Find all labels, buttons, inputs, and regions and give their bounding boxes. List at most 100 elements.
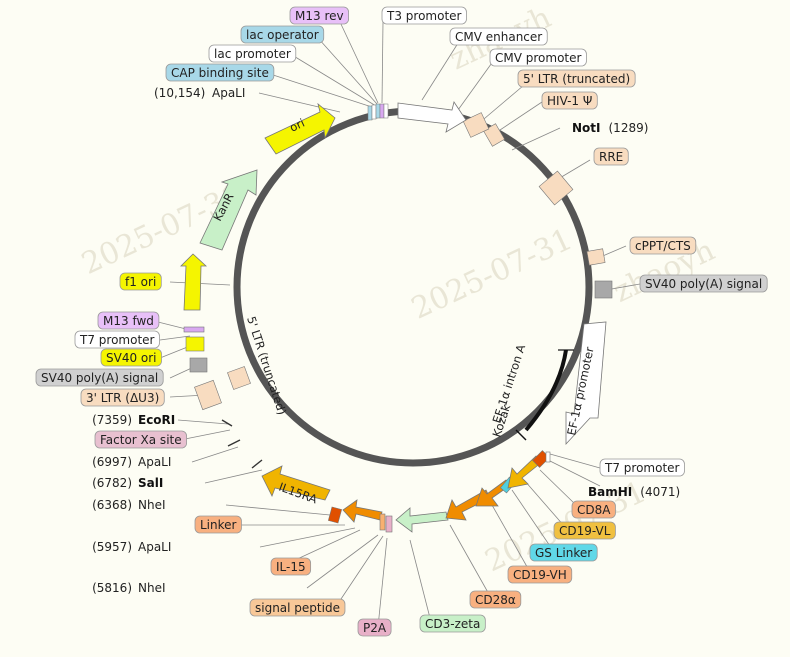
label-sv40pa2-pill [35, 368, 164, 387]
feature-cppt-cts [586, 248, 606, 266]
site-bamhi-position: (4071) [640, 485, 680, 499]
label-linker: Linker [194, 515, 242, 534]
feature-cap-site [367, 105, 373, 121]
label-ltr3-text: 3' LTR (ΔU3) [86, 391, 159, 405]
label-t7pro2-pill [599, 458, 685, 477]
label-5-ltr-inner: 5' LTR (truncated) [244, 315, 289, 417]
label-m13rev-pill [289, 6, 349, 25]
label-hiv-text: HIV-1 Ψ [547, 94, 592, 108]
label-cd19vl-pill [553, 521, 616, 540]
feature-cd3-zeta [395, 507, 449, 533]
label-t3-pill [381, 6, 467, 25]
label-cmvpro-pill [489, 48, 587, 67]
feature-f1-ori [180, 253, 208, 311]
site-sali-name: SalI [138, 476, 163, 490]
label-sv40pa1-text: SV40 poly(A) signal [645, 277, 762, 291]
feature-lac-promoter [371, 104, 377, 120]
label-t7pro1: T7 promoter [74, 330, 160, 349]
feature-m13-fwd [183, 326, 205, 333]
label-rre-pill [593, 147, 629, 166]
label-lacpro-text: lac promoter [214, 47, 291, 61]
label-ltr3-pill [80, 388, 165, 407]
label-sv40pa1: SV40 poly(A) signal [639, 274, 768, 293]
site-nhei1-position: (6368) [92, 498, 132, 512]
feature-sv40-polya-left [189, 357, 208, 373]
site-apali3-position: (5957) [92, 540, 132, 554]
label-ltr5: 5' LTR (truncated) [517, 69, 636, 88]
feature-labels: M13 rev T3 promoter lac operator CMV enhanc… [35, 6, 768, 637]
label-sv40ori: SV40 ori [100, 348, 162, 367]
feature-m13-rev [379, 103, 385, 119]
label-lacop-pill [240, 25, 325, 44]
label-cmvpro: CMV promoter [489, 48, 587, 67]
label-cd8a-text: CD8A [577, 503, 611, 517]
label-f1ori: f1 ori [119, 272, 162, 291]
feature-3-ltr [194, 379, 222, 411]
label-sv40ori-pill [100, 348, 162, 367]
label-rre-text: RRE [599, 150, 623, 164]
site-apali2: (6997)ApaLI [92, 455, 171, 469]
label-t3-text: T3 promoter [386, 9, 462, 23]
label-m13fwd-pill [97, 311, 160, 330]
label-ltr5-text: 5' LTR (truncated) [523, 72, 630, 86]
feature-linker [327, 506, 343, 524]
label-factorxa-text: Factor Xa site [100, 433, 182, 447]
feature-cmv [397, 101, 467, 133]
label-m13fwd-text: M13 fwd [103, 314, 154, 328]
feature-t7-promoter-right [545, 451, 551, 463]
label-cap-pill [165, 63, 275, 82]
label-sigpep-pill [249, 598, 346, 617]
label-hiv-pill [541, 91, 598, 110]
feature-ori [264, 102, 336, 155]
label-ltr3: 3' LTR (ΔU3) [80, 388, 165, 407]
label-cap: CAP binding site [165, 63, 275, 82]
label-ltr5-pill [517, 69, 636, 88]
label-m13rev: M13 rev [289, 6, 349, 25]
label-sigpep-text: signal peptide [255, 601, 340, 615]
label-gslinker-pill [529, 543, 598, 562]
label-gslinker-text: GS Linker [535, 546, 592, 560]
feature-lac-operator [375, 103, 381, 119]
site-ecori: (7359)EcoRI [92, 413, 175, 427]
feature-rre [538, 170, 574, 206]
label-lacop-text: lac operator [246, 28, 319, 42]
kozak-bar [515, 429, 527, 441]
site-tick-apali2 [227, 439, 241, 447]
label-cppt-pill [629, 236, 697, 255]
site-apali3: (5957)ApaLI [92, 540, 171, 554]
label-t3: T3 promoter [381, 6, 467, 25]
backbone-circle [233, 107, 593, 467]
label-cmvenh-pill [449, 27, 548, 46]
label-p2a-text: P2A [363, 621, 387, 635]
feature-sv40-polya-right [594, 280, 613, 299]
label-sv40pa2-text: SV40 poly(A) signal [41, 371, 158, 385]
label-lacop: lac operator [240, 25, 325, 44]
label-m13fwd: M13 fwd [97, 311, 160, 330]
features [180, 101, 613, 533]
label-il15-pill [270, 557, 312, 576]
site-apali2-name: ApaLI [138, 455, 171, 469]
site-apali1-position: (10,154) [154, 86, 205, 100]
label-sv40pa2: SV40 poly(A) signal [35, 368, 164, 387]
label-lacpro: lac promoter [208, 44, 297, 63]
label-p2a: P2A [357, 618, 392, 637]
feature-kanr [199, 169, 258, 251]
feature-sv40-ori [185, 336, 205, 352]
label-rre: RRE [593, 147, 629, 166]
label-cmvenh: CMV enhancer [449, 27, 548, 46]
site-nhei2-name: NheI [138, 581, 166, 595]
feature-hiv1-psi [483, 123, 505, 147]
label-cd28-pill [469, 590, 522, 609]
label-factorxa-pill [94, 430, 188, 449]
feature-5-ltr [462, 112, 490, 138]
label-cppt-text: cPPT/CTS [635, 239, 691, 253]
label-cap-text: CAP binding site [171, 66, 269, 80]
label-cmvpro-text: CMV promoter [495, 51, 582, 65]
site-noti-position: (1289) [609, 121, 649, 135]
label-cd19vl: CD19-VL [553, 521, 616, 540]
label-t7pro2-text: T7 promoter [604, 461, 680, 475]
site-nhei2-position: (5816) [92, 581, 132, 595]
label-p2a-pill [357, 618, 392, 637]
label-ori-inner: ori [287, 116, 306, 135]
site-sali-position: (6782) [92, 476, 132, 490]
